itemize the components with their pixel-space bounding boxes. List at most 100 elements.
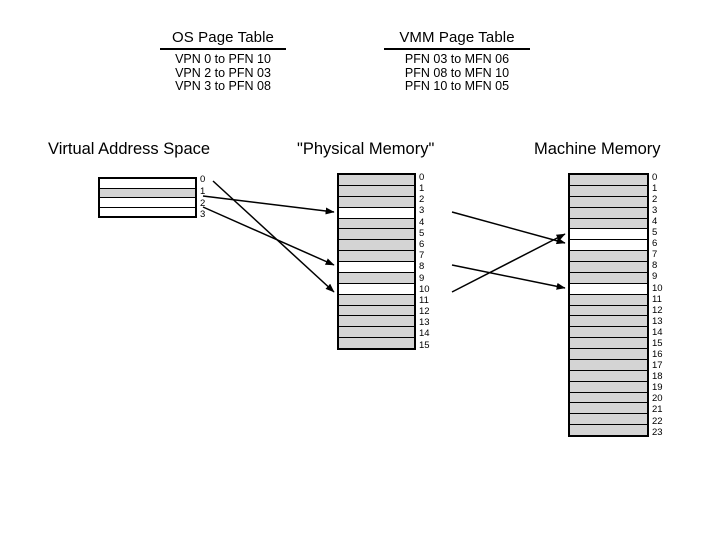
virtual-page-frame [100,207,195,216]
machine-frame-frame [570,349,647,360]
physical-frame-frame [339,262,414,273]
machine-frame-frame [570,392,647,404]
arrow-pfn10-to-mfn05 [451,233,566,293]
vmm-page-table-entry: PFN 10 to MFN 05 [404,79,510,93]
machine-frame-frame-label: 5 [652,227,658,239]
vmm-page-table-rule [384,48,530,50]
physical-frame-frame-label: 4 [419,216,425,228]
physical-frame-frame-label: 0 [419,171,425,183]
physical-frame-frame-label: 6 [419,238,425,250]
os-page-table-entry: VPN 3 to PFN 08 [175,79,271,93]
machine-frame-frame-label: 9 [652,271,658,283]
machine-frame-frame-label: 11 [652,293,662,305]
physical-frame-frame [339,218,414,230]
machine-frame-frame [570,294,647,306]
virtual-address-space-block [98,177,197,218]
machine-frame-frame-label: 13 [652,315,663,327]
machine-frame-frame-label: 15 [652,337,663,349]
machine-memory-title: Machine Memory [534,140,661,158]
machine-frame-frame-label: 12 [652,304,663,316]
physical-frame-frame-label: 15 [419,339,430,351]
virtual-address-space-title: Virtual Address Space [48,140,211,158]
physical-frame-frame [339,283,414,295]
machine-frame-frame [570,262,647,273]
physical-frame-frame [339,207,414,219]
machine-frame-frame-label: 14 [652,326,663,338]
vmm-page-table: VMM Page Table PFN 03 to MFN 06 PFN 08 t… [384,29,530,94]
virtual-page-frame [100,188,195,198]
machine-frame-frame-label: 6 [652,238,658,250]
physical-frame-frame-label: 14 [419,328,430,340]
physical-frame-frame [339,196,414,208]
physical-frame-frame-label: 12 [419,306,430,318]
physical-frame-frame-label: 7 [419,250,425,262]
machine-frame-frame [570,403,647,415]
os-page-table-entry: VPN 0 to PFN 10 [175,52,271,66]
arrow-pfn03-to-mfn06 [451,211,566,245]
physical-frame-frame-label: 5 [419,227,425,239]
physical-frame-frame [339,327,414,339]
physical-frame-frame-label: 1 [419,183,425,195]
arrow-vpn0-to-pfn10 [212,180,335,293]
machine-frame-frame [570,316,647,328]
physical-frame-frame [339,338,414,348]
machine-frame-frame [570,218,647,230]
machine-frame-frame [570,425,647,435]
physical-frame-frame [339,251,414,262]
machine-frame-frame [570,240,647,252]
physical-frame-frame-label: 3 [419,205,425,217]
arrow-pfn08-to-mfn10 [451,264,566,290]
machine-frame-frame [570,207,647,219]
physical-frame-frame-label: 2 [419,194,425,206]
physical-frame-frame-label: 13 [419,317,430,329]
arrow-vpn3-to-pfn08 [202,206,335,266]
virtual-page-frame-label: 2 [200,197,206,209]
vmm-page-table-entry: PFN 08 to MFN 10 [404,65,510,80]
machine-frame-frame-label: 17 [652,360,663,372]
machine-frame-frame-label: 4 [652,216,658,228]
physical-frame-frame-label: 8 [419,261,425,273]
os-page-table-entry: VPN 2 to PFN 03 [175,65,271,80]
machine-frame-frame [570,283,647,295]
physical-frame-frame-label: 10 [419,283,430,295]
machine-frame-frame-label: 19 [652,382,663,394]
vmm-page-table-entry: PFN 03 to MFN 06 [404,52,510,66]
physical-memory-block [337,173,416,350]
vmm-page-table-title: VMM Page Table [399,29,515,46]
physical-frame-frame [339,305,414,317]
machine-frame-frame-label: 18 [652,371,663,383]
machine-frame-frame-label: 7 [652,249,658,261]
machine-frame-frame-label: 20 [652,393,663,405]
physical-frame-frame-label: 9 [419,272,425,284]
virtual-page-frame-label: 3 [200,209,206,221]
virtual-page-frame-label: 1 [200,185,206,197]
machine-frame-frame [570,359,647,371]
physical-frame-frame-label: 11 [419,294,429,306]
physical-frame-frame [339,316,414,328]
physical-frame-frame [339,229,414,241]
machine-frame-frame-label: 2 [652,193,658,205]
physical-frame-frame [339,175,414,186]
arrow-vpn2-to-pfn03 [202,195,335,215]
machine-frame-frame-label: 0 [652,171,658,183]
machine-frame-frame [570,272,647,284]
machine-frame-frame [570,229,647,241]
machine-frame-frame [570,185,647,197]
physical-frame-frame [339,272,414,284]
machine-frame-frame [570,305,647,317]
machine-frame-frame-label: 10 [652,282,663,294]
virtual-page-frame-label: 0 [200,174,206,186]
machine-frame-frame [570,327,647,339]
machine-frame-frame-label: 3 [652,205,658,217]
physical-memory-title: "Physical Memory" [297,140,435,158]
os-page-table-rule [160,48,286,50]
machine-frame-frame-label: 8 [652,260,658,272]
machine-frame-frame [570,251,647,262]
physical-frame-frame [339,240,414,252]
machine-frame-frame-label: 16 [652,349,663,361]
os-page-table-title: OS Page Table [172,29,274,46]
machine-frame-frame [570,414,647,426]
